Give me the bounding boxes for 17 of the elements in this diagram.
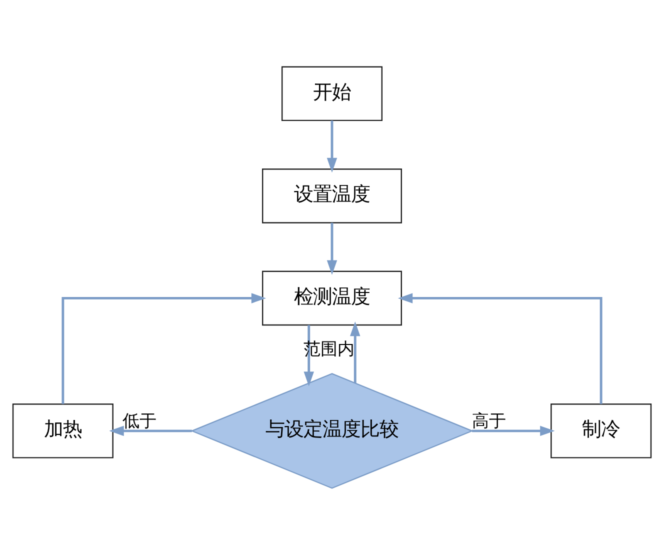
node-box: 加热 [12,404,114,458]
edge-label: 范围内 [303,339,354,360]
node-box: 开始 [281,66,383,122]
arrow [472,426,555,436]
node-box: 检测温度 [262,270,402,326]
edge-label: 低于 [122,411,157,432]
arrow [109,426,192,436]
node-box: 设置温度 [262,168,402,224]
arrow [350,322,360,383]
arrow [304,325,314,386]
arrow [398,293,602,404]
node-box: 制冷 [550,404,652,458]
arrow [326,120,338,173]
arrow [326,222,338,275]
edge-label: 高于 [472,411,506,432]
node-diamond: 与设定温度比较 [190,373,474,489]
arrow [62,293,266,404]
